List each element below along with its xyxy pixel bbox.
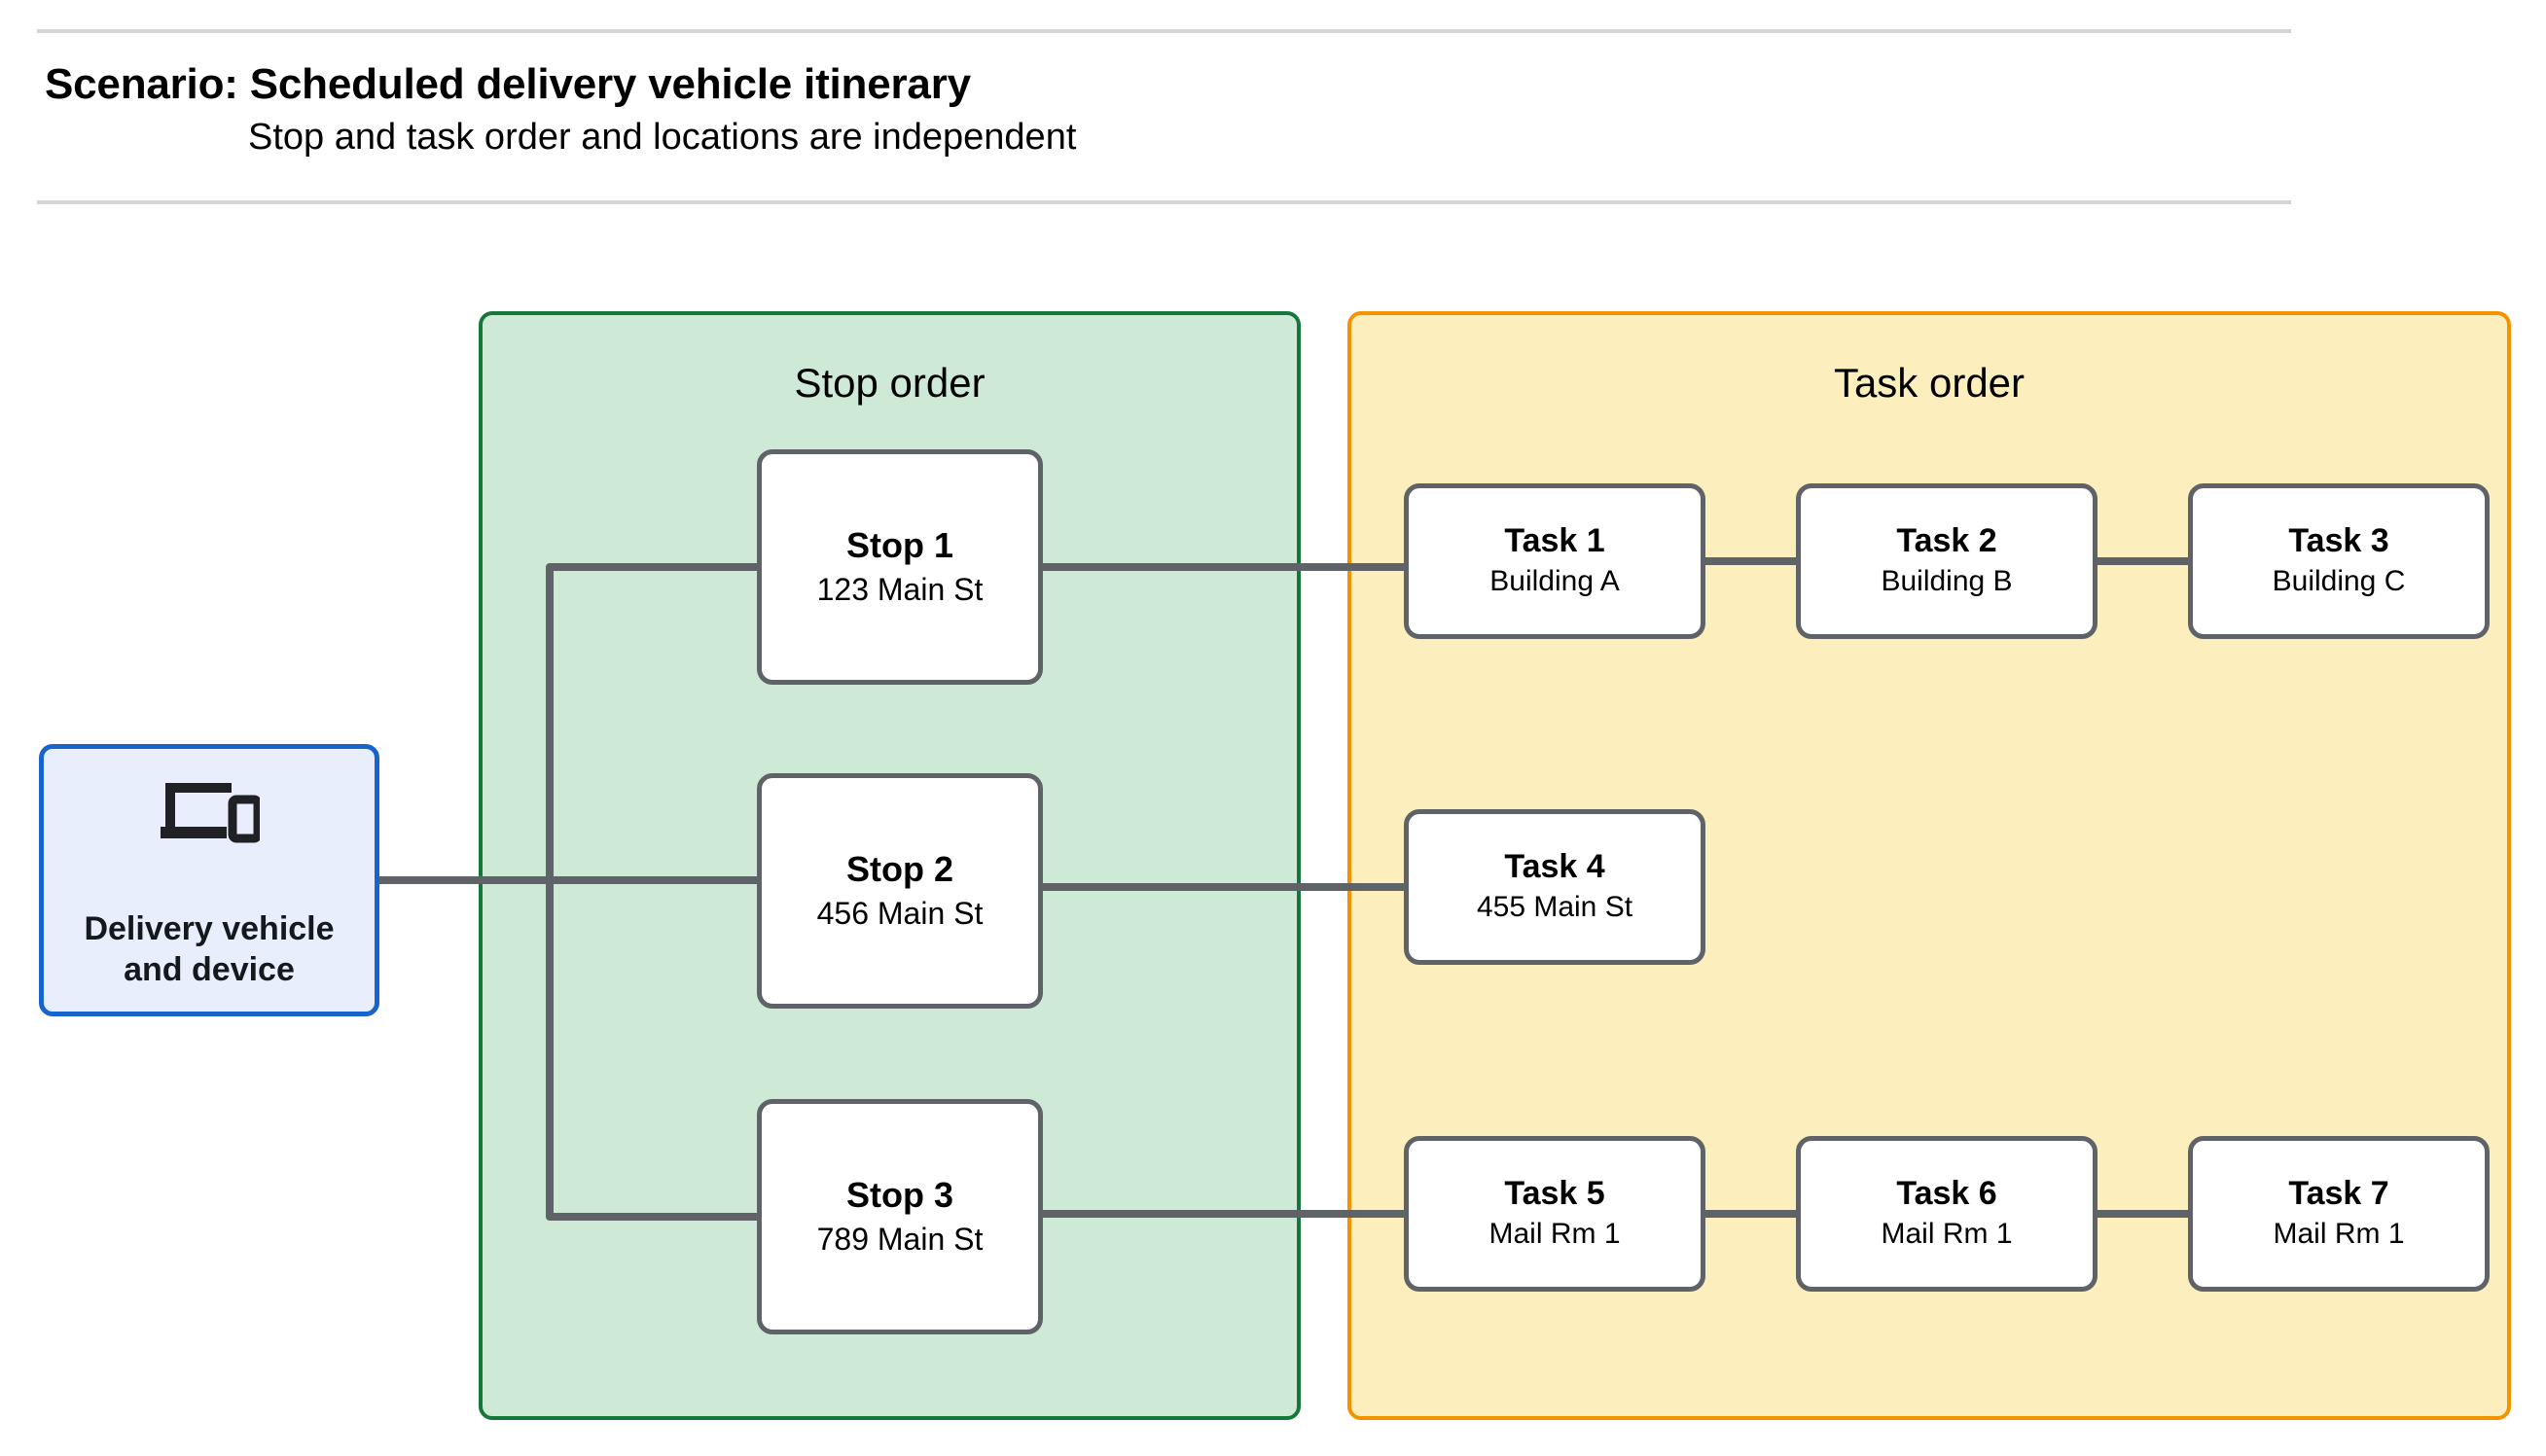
stop-node-1-subtitle: 123 Main St bbox=[816, 572, 984, 608]
task-node-1-title: Task 1 bbox=[1504, 522, 1605, 560]
delivery-vehicle-label-line-2: and device bbox=[124, 950, 295, 988]
task-node-3-subtitle: Building C bbox=[2272, 565, 2406, 598]
task-node-3[interactable]: Task 3 Building C bbox=[2188, 483, 2490, 639]
task-node-6-subtitle: Mail Rm 1 bbox=[1881, 1218, 2013, 1251]
stop-node-2-subtitle: 456 Main St bbox=[816, 896, 984, 932]
task-node-4[interactable]: Task 4 455 Main St bbox=[1404, 809, 1705, 965]
page-title: Scenario: Scheduled delivery vehicle iti… bbox=[45, 60, 971, 108]
task-node-2-subtitle: Building B bbox=[1881, 565, 2013, 598]
header-divider-bottom bbox=[37, 200, 2291, 204]
header-divider-top bbox=[37, 29, 2291, 33]
delivery-vehicle-node[interactable]: Delivery vehicle and device bbox=[39, 744, 379, 1016]
task-order-group-title: Task order bbox=[1833, 360, 2026, 406]
page-subtitle: Stop and task order and locations are in… bbox=[248, 117, 1077, 158]
task-node-6-title: Task 6 bbox=[1896, 1175, 1997, 1213]
task-node-1[interactable]: Task 1 Building A bbox=[1404, 483, 1705, 639]
task-node-2-title: Task 2 bbox=[1896, 522, 1997, 560]
task-node-3-title: Task 3 bbox=[2288, 522, 2389, 560]
stop-node-3-title: Stop 3 bbox=[845, 1174, 953, 1215]
task-node-5[interactable]: Task 5 Mail Rm 1 bbox=[1404, 1136, 1705, 1292]
stop-node-2[interactable]: Stop 2 456 Main St bbox=[757, 773, 1043, 1009]
task-node-7-subtitle: Mail Rm 1 bbox=[2273, 1218, 2405, 1251]
task-node-7-title: Task 7 bbox=[2288, 1175, 2389, 1213]
task-node-7[interactable]: Task 7 Mail Rm 1 bbox=[2188, 1136, 2490, 1292]
stop-node-1-title: Stop 1 bbox=[845, 524, 953, 565]
task-node-5-subtitle: Mail Rm 1 bbox=[1488, 1218, 1621, 1251]
delivery-vehicle-label: Delivery vehicle and device bbox=[63, 909, 355, 990]
task-node-4-title: Task 4 bbox=[1504, 848, 1605, 886]
stop-node-2-title: Stop 2 bbox=[845, 848, 953, 889]
task-node-2[interactable]: Task 2 Building B bbox=[1796, 483, 2098, 639]
task-node-6[interactable]: Task 6 Mail Rm 1 bbox=[1796, 1136, 2098, 1292]
delivery-vehicle-label-line-1: Delivery vehicle bbox=[84, 910, 335, 948]
devices-icon bbox=[159, 776, 263, 853]
task-node-1-subtitle: Building A bbox=[1489, 565, 1620, 598]
task-node-5-title: Task 5 bbox=[1504, 1175, 1605, 1213]
scenario-header: Scenario: Scheduled delivery vehicle iti… bbox=[0, 0, 2546, 209]
stop-order-group-title: Stop order bbox=[794, 360, 986, 406]
stop-node-1[interactable]: Stop 1 123 Main St bbox=[757, 449, 1043, 685]
stop-node-3-subtitle: 789 Main St bbox=[816, 1222, 984, 1258]
task-node-4-subtitle: 455 Main St bbox=[1476, 891, 1633, 924]
stop-node-3[interactable]: Stop 3 789 Main St bbox=[757, 1099, 1043, 1334]
